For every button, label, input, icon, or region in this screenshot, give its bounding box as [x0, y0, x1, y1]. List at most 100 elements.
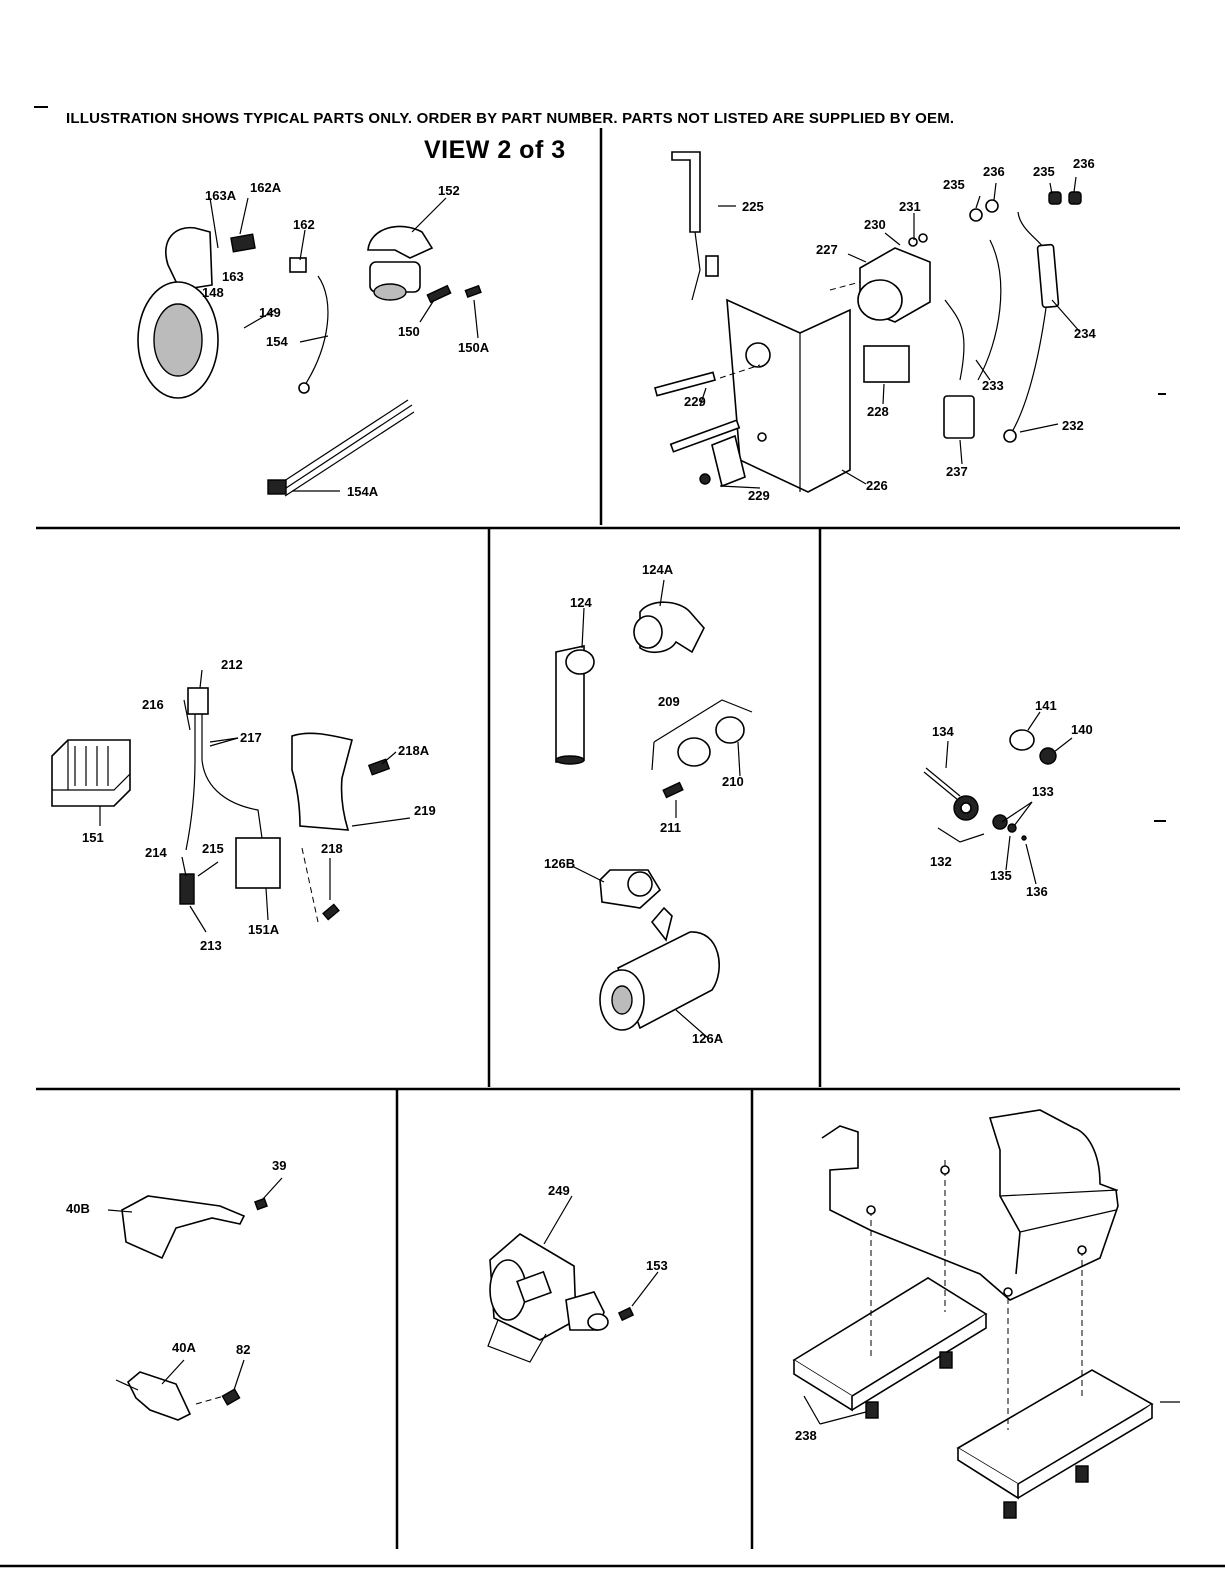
callout: 211: [660, 820, 681, 835]
callout: 234: [1074, 326, 1096, 341]
callout: 228: [867, 404, 889, 419]
panel-brackets: [107, 1177, 283, 1421]
callout: 82: [236, 1342, 250, 1357]
callout: 134: [932, 724, 954, 739]
callout: 141: [1035, 698, 1057, 713]
wires-232-234-drawing: [908, 191, 1082, 443]
elbow-124A-drawing: [633, 579, 705, 654]
muffler-126A-drawing: [571, 865, 720, 1039]
callout: 163: [222, 269, 244, 284]
callout: 215: [202, 841, 224, 856]
callout: 230: [864, 217, 886, 232]
callout: 217: [240, 730, 262, 745]
solenoid-227-drawing: [829, 247, 931, 383]
callouts-muffler: 124A 124 209 210 211 126B 126A: [544, 562, 744, 1046]
harness-212-drawing: [179, 669, 281, 905]
callout: 140: [1071, 722, 1093, 737]
callout: 39: [272, 1158, 286, 1173]
callouts-ignition: 163A 162A 163 148 149 162 152 154 150 15…: [202, 180, 490, 499]
callout: 153: [646, 1258, 668, 1273]
callout: 124A: [642, 562, 674, 577]
callout: 229: [748, 488, 770, 503]
callout: 237: [946, 464, 968, 479]
callout: 152: [438, 183, 460, 198]
callouts-starter-motor: 249 153: [548, 1183, 668, 1273]
callout: 124: [570, 595, 592, 610]
panel-dividers: [0, 128, 1225, 1568]
callout: 163A: [205, 188, 237, 203]
starter-motor-249-drawing: [487, 1195, 659, 1363]
rectifier-151-drawing: [51, 739, 131, 826]
callout: 227: [816, 242, 838, 257]
panel-mounting: [792, 1109, 1180, 1519]
callout: 210: [722, 774, 744, 789]
panel-ignition: [137, 197, 482, 497]
callout: 154: [266, 334, 288, 349]
bracket-40B-drawing: [107, 1177, 283, 1260]
page-tick-right: [1158, 393, 1166, 395]
callout: 162A: [250, 180, 282, 195]
callout: 40A: [172, 1340, 196, 1355]
panel-starter-solenoid: [654, 151, 1082, 493]
hardware-drawing: [923, 729, 1057, 843]
callout: 235: [943, 177, 965, 192]
callout: 233: [982, 378, 1004, 393]
panel-muffler: [555, 579, 753, 1039]
callout: 218: [321, 841, 343, 856]
callout: 214: [145, 845, 167, 860]
callouts-brackets: 39 40B 40A 82: [66, 1158, 286, 1357]
callouts-regulator: 212 216 217 218A 151 219 214 215 218 151…: [82, 657, 436, 953]
callout: 136: [1026, 884, 1048, 899]
callout: 231: [899, 199, 921, 214]
view-title: VIEW 2 of 3: [424, 136, 566, 164]
bolts-229-drawing: [654, 364, 761, 485]
callout: 225: [742, 199, 764, 214]
panel-starter-motor: [487, 1195, 659, 1363]
wire-harness-154A-drawing: [267, 399, 415, 497]
engine-base-drawing: [792, 1109, 1180, 1519]
parts-notice: ILLUSTRATION SHOWS TYPICAL PARTS ONLY. O…: [66, 110, 955, 127]
callout: 154A: [347, 484, 379, 499]
callout: 135: [990, 868, 1012, 883]
callout: 132: [930, 854, 952, 869]
callout: 235: [1033, 164, 1055, 179]
callout: 249: [548, 1183, 570, 1198]
callout: 236: [1073, 156, 1095, 171]
callouts-starter-solenoid: 225 235 236 235 236 231 230 227 234 229 …: [684, 156, 1096, 503]
panel-regulator: [51, 669, 411, 933]
callout: 151A: [248, 922, 280, 937]
control-box-226-drawing: [711, 298, 851, 493]
callouts-hardware: 141 134 140 133 132 135 136: [930, 698, 1093, 899]
panel-hardware: [923, 711, 1073, 885]
callout: 216: [142, 697, 164, 712]
callout: 126B: [544, 856, 575, 871]
callout: 149: [259, 305, 281, 320]
callout: 236: [983, 164, 1005, 179]
callout: 219: [414, 803, 436, 818]
callout: 150A: [458, 340, 490, 355]
callout: 162: [293, 217, 315, 232]
gaskets-209-drawing: [651, 699, 753, 818]
callout: 133: [1032, 784, 1054, 799]
bracket-40A-drawing: [115, 1359, 245, 1421]
callout: 212: [221, 657, 243, 672]
callout: 213: [200, 938, 222, 953]
bracket-219-drawing: [291, 732, 411, 923]
callout: 150: [398, 324, 420, 339]
flywheel-brake-drawing: [367, 225, 482, 304]
callout: 151: [82, 830, 104, 845]
callout: 226: [866, 478, 888, 493]
callout: 40B: [66, 1201, 90, 1216]
page-tick-left: [34, 106, 48, 108]
page-tick-right-2: [1154, 820, 1166, 822]
callout: 218A: [398, 743, 430, 758]
muffler-pipe-124-drawing: [555, 607, 595, 765]
bracket-225-drawing: [671, 151, 736, 301]
callout: 126A: [692, 1031, 724, 1046]
callout: 148: [202, 285, 224, 300]
callout: 238: [795, 1428, 817, 1443]
callouts-mounting: 238: [795, 1428, 817, 1443]
callout: 229: [684, 394, 706, 409]
ignition-coil-drawing: [137, 226, 329, 399]
